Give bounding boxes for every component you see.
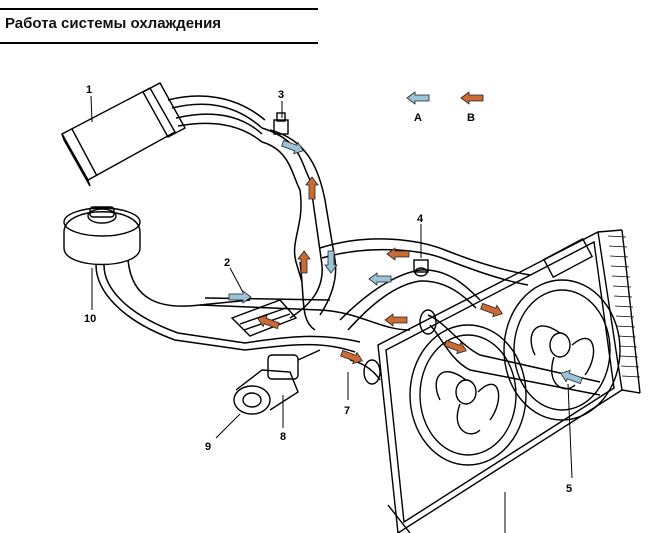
flow-arrow-cold: [368, 272, 392, 286]
header-bottom-rule: [0, 42, 318, 44]
callout-5: 5: [566, 483, 572, 495]
callout-2: 2: [224, 257, 230, 269]
fan-right: [503, 279, 621, 421]
leader-lines: [90, 95, 573, 533]
legend-arrow-a: [406, 91, 430, 105]
callout-8: 8: [280, 431, 286, 443]
callout-3: 3: [278, 89, 284, 101]
expansion-tank: [63, 206, 251, 351]
hoses: [199, 127, 601, 396]
callout-9: 9: [205, 441, 211, 453]
page-title: Работа системы охлаждения: [5, 15, 222, 32]
heater-core: [61, 82, 266, 187]
header-top-rule: [0, 8, 318, 10]
callout-4: 4: [417, 213, 424, 225]
flow-arrow-hot: [297, 250, 311, 274]
flow-arrow-hot: [479, 300, 505, 320]
callouts: 1 2 3 4 5 7 8 9 10: [84, 84, 572, 495]
sensor-4: [413, 259, 429, 277]
legend-arrow-b: [460, 91, 484, 105]
header: Работа системы охлаждения: [0, 0, 650, 48]
flow-arrows: [228, 137, 584, 387]
flow-arrow-hot: [443, 337, 469, 357]
flow-arrow-cold: [558, 367, 584, 387]
fan-left: [409, 324, 527, 466]
legend-label-a: A: [414, 112, 422, 124]
callout-10: 10: [84, 313, 96, 325]
flow-arrow-hot: [384, 313, 408, 327]
callout-1: 1: [86, 84, 92, 96]
callout-7: 7: [344, 405, 350, 417]
legend-label-b: B: [467, 112, 475, 124]
hose-clamp-7: [363, 309, 437, 385]
water-pump: [233, 349, 321, 415]
radiator: [377, 229, 641, 533]
legend: A B: [406, 91, 484, 124]
sensor-3: [273, 112, 289, 135]
flow-arrow-hot: [305, 176, 319, 200]
